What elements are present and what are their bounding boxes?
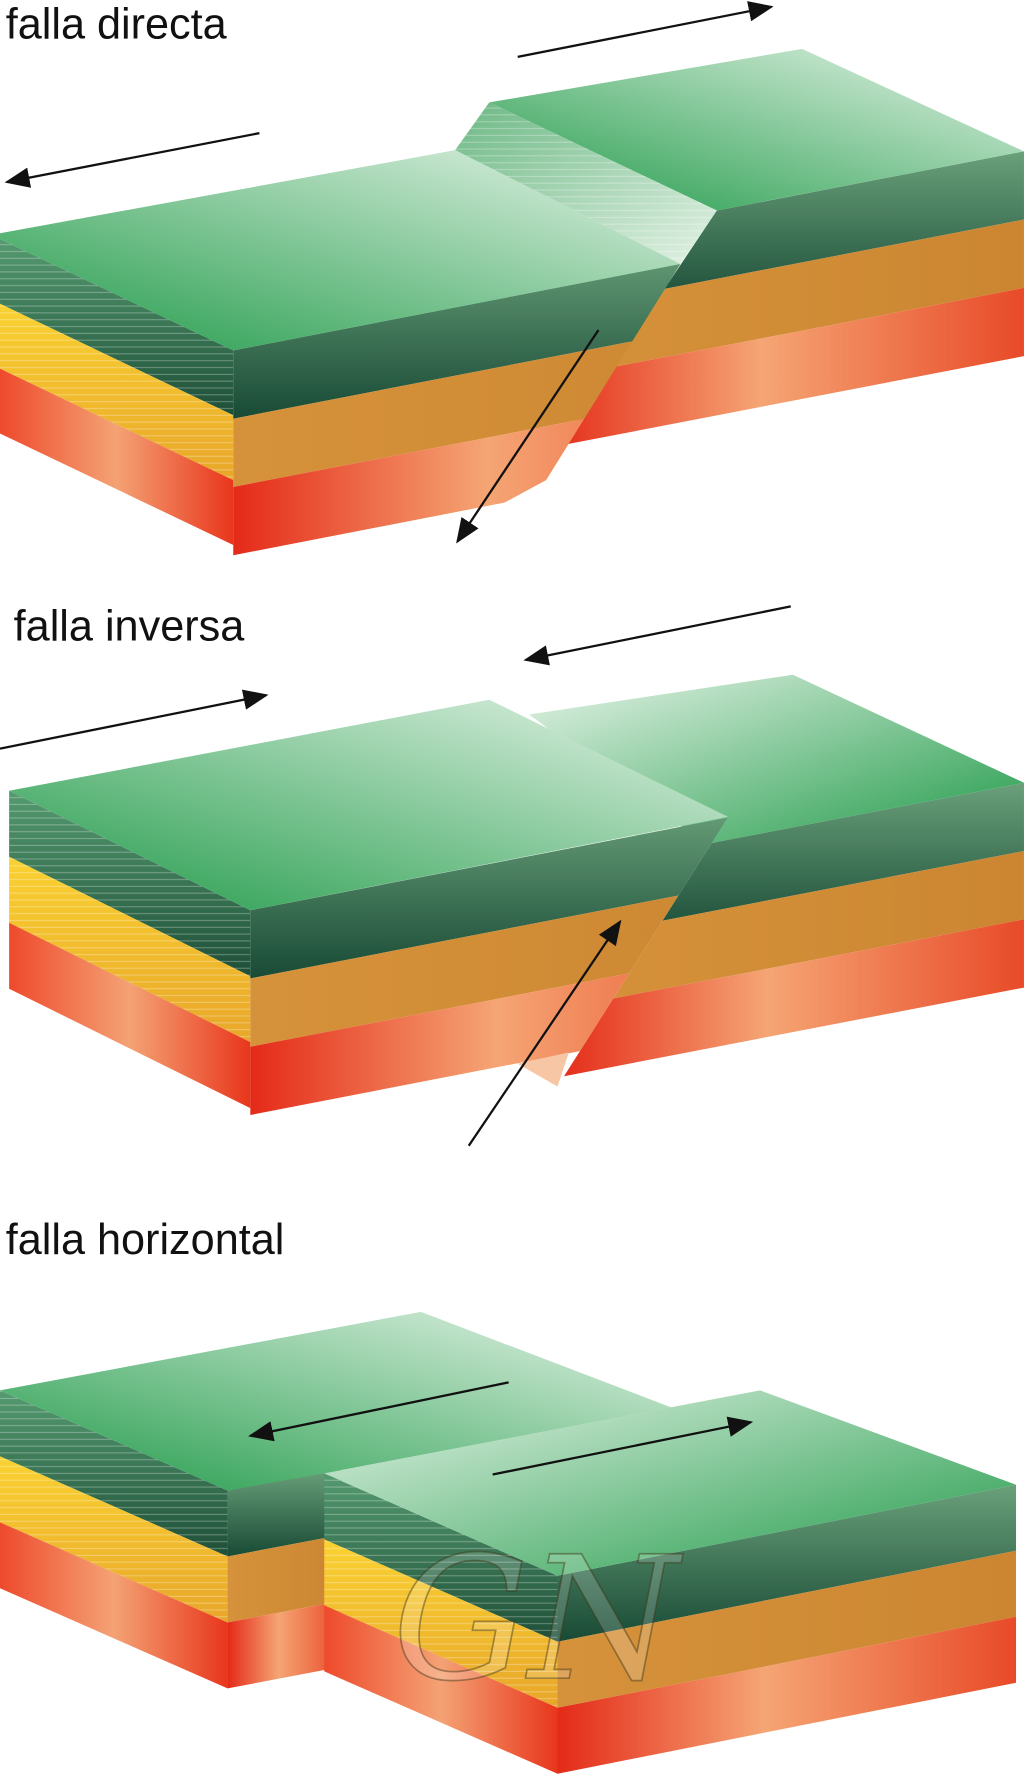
front-rock-layer: [546, 287, 1024, 449]
front-sand-layer: [557, 1550, 1017, 1708]
front-sand-layer: [546, 219, 1024, 381]
top-surface: [324, 1390, 1017, 1576]
arrow-front-block-motion: [492, 1416, 754, 1476]
front-sand-layer: [250, 872, 729, 1047]
left-block: [9, 699, 729, 1115]
arrow-back-block-motion: [248, 1381, 509, 1442]
panel-falla-directa: falla directa: [0, 1, 1024, 556]
front-soil-layer: [250, 804, 729, 979]
panel-falla-inversa: falla inversa: [0, 603, 1024, 1147]
top-surface: [489, 48, 1024, 211]
fault-plane: [455, 102, 717, 264]
side-rock-layer: [324, 1605, 558, 1774]
front-rock-layer: [557, 919, 1024, 1078]
side-soil-layer-texture: [9, 790, 251, 977]
panel-falla-horizontal: falla horizontal GN: [0, 1216, 1017, 1774]
side-rock-layer: [0, 1522, 228, 1689]
top-surface: [0, 150, 681, 351]
top-surface: [0, 1311, 672, 1491]
back-block: [0, 1311, 672, 1689]
front-rock-layer: [227, 1600, 342, 1689]
side-rock-layer: [0, 368, 234, 545]
side-sand-layer-texture: [0, 303, 234, 481]
front-sand-layer: [557, 851, 1024, 1010]
panel-label-falla-inversa: falla inversa: [14, 603, 246, 651]
side-rock-layer: [9, 922, 251, 1109]
side-sand-layer-texture: [9, 856, 251, 1043]
arrow-fault-slip: [456, 329, 600, 544]
front-sand-layer: [227, 1534, 342, 1623]
arrow-right-block-motion: [517, 1, 774, 59]
side-soil-layer-texture: [0, 238, 234, 416]
fault-plane-texture: [455, 102, 717, 264]
front-block: [324, 1390, 1017, 1774]
arrow-fault-slip: [467, 919, 622, 1147]
front-soil-layer: [233, 241, 681, 419]
arrow-left-block-motion: [4, 132, 260, 188]
side-soil-layer-texture: [324, 1473, 558, 1642]
side-sand-layer-texture: [0, 1456, 228, 1623]
watermark-logo: GN: [393, 1521, 684, 1719]
side-sand-layer-texture: [324, 1539, 558, 1708]
side-soil-layer-texture: [0, 1390, 228, 1557]
panel-label-falla-horizontal: falla horizontal: [6, 1216, 285, 1264]
top-surface: [9, 699, 729, 911]
arrow-right-block-motion: [523, 605, 791, 666]
fault-gap: [517, 1052, 569, 1087]
arrow-left-block-motion: [0, 689, 269, 750]
front-rock-layer: [557, 1616, 1017, 1774]
front-soil-layer: [557, 1484, 1017, 1642]
front-soil-layer: [227, 1468, 342, 1557]
panel-label-falla-directa: falla directa: [6, 1, 228, 49]
